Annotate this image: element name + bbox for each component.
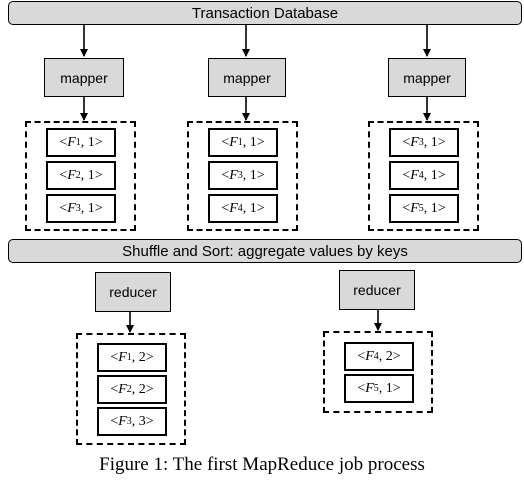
reducer-2-output-group [323,331,433,413]
mapper-2-output-group [187,121,298,231]
mapper-3: mapper [388,58,466,97]
mapper-1-output-group [25,121,136,231]
reducer-1-output-group [76,333,186,445]
shuffle-sort-bar: Shuffle and Sort: aggregate values by ke… [8,239,522,263]
mapper-1: mapper [44,58,124,97]
mapper-3-output-group [368,121,479,231]
reducer-1: reducer [95,272,171,312]
transaction-database-bar: Transaction Database [8,1,522,25]
figure-caption: Figure 1: The first MapReduce job proces… [99,454,425,475]
reducer-2: reducer [339,270,415,310]
mapper-2: mapper [208,58,286,97]
